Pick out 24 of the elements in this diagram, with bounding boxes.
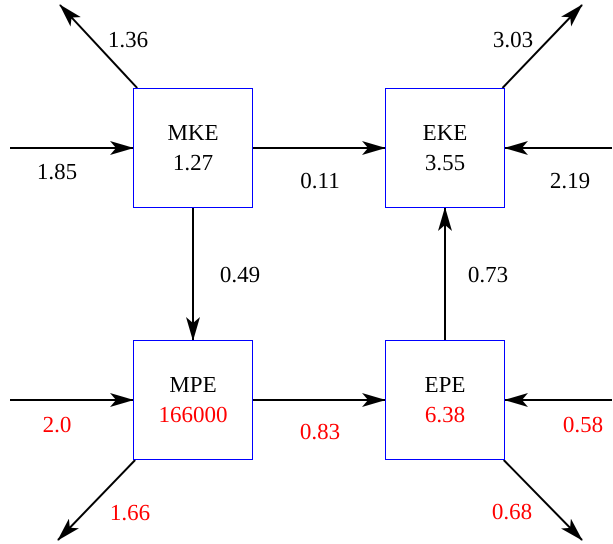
arrow: [504, 393, 612, 407]
arrow: [502, 4, 583, 89]
arrow: [503, 459, 583, 541]
node-value: 3.55: [424, 149, 466, 177]
process-box: [385, 340, 505, 460]
node-name: EKE: [422, 119, 468, 147]
process-box: [385, 88, 505, 208]
arrow: [438, 207, 452, 340]
arrow: [10, 393, 134, 407]
process-box: [133, 340, 253, 460]
process-box: [133, 88, 253, 208]
node-value: 166000: [158, 401, 228, 429]
arrow: [59, 4, 138, 89]
node-name: MPE: [169, 371, 217, 399]
arrow: [186, 208, 200, 341]
node-name: EPE: [424, 371, 466, 399]
node-value: 1.27: [172, 149, 214, 177]
arrow: [253, 393, 386, 407]
node-name: MKE: [167, 119, 219, 147]
arrow: [10, 141, 134, 155]
arrow: [504, 141, 612, 155]
node-value: 6.38: [424, 401, 466, 429]
arrow: [57, 459, 136, 541]
arrow: [253, 141, 386, 155]
